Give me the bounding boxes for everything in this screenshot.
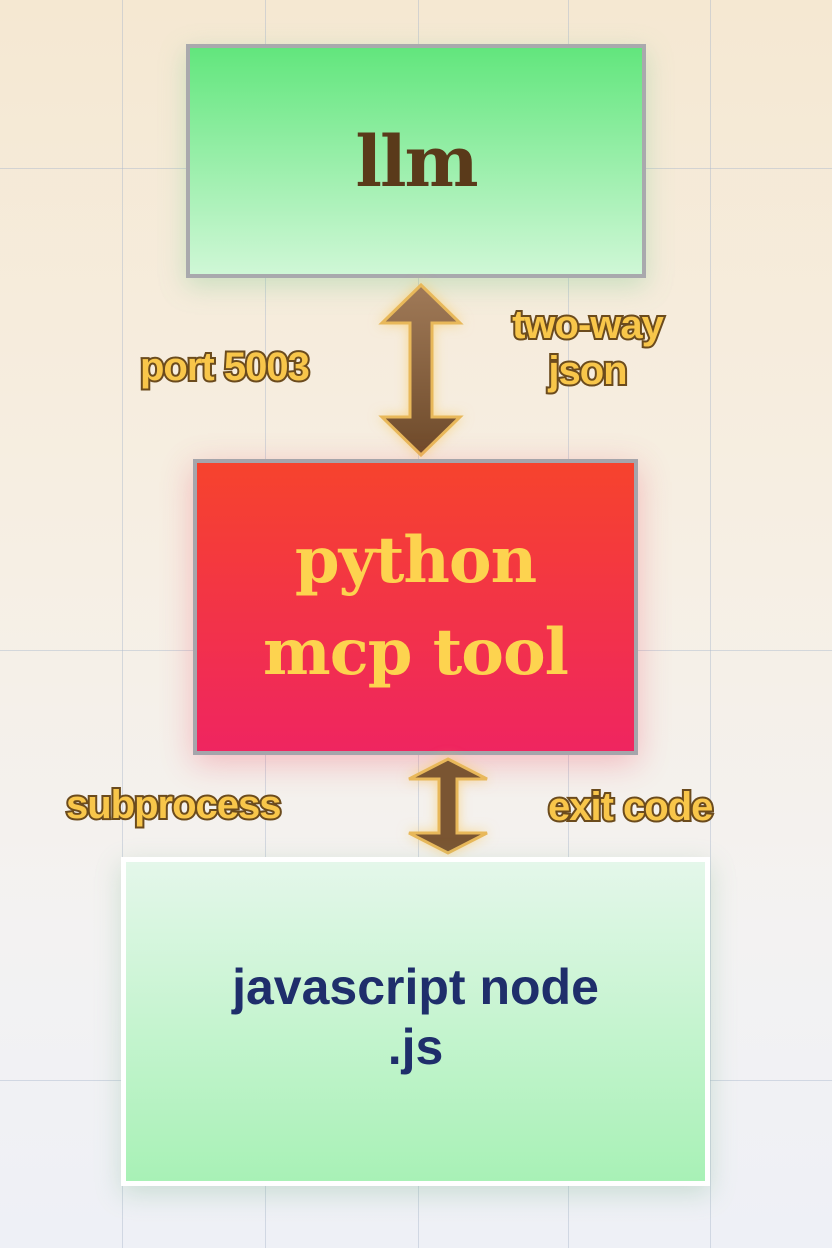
edge-label-port: port 5003	[138, 343, 312, 391]
edge-label-subprocess: subprocess	[64, 781, 284, 829]
llm-node: llm	[186, 44, 646, 278]
llm-label: llm	[355, 119, 478, 203]
edge-label-exit-code: exit code	[546, 783, 715, 831]
bidirectional-arrow-icon	[408, 757, 488, 855]
js-label-line: javascript node	[232, 958, 599, 1015]
js-label-line: .js	[387, 1018, 444, 1075]
grid-line	[122, 0, 123, 1248]
python-label-line: python	[294, 523, 537, 598]
edge-label-line: two-way	[510, 301, 666, 349]
edge-label-two-way-json: two-way json	[485, 301, 690, 395]
python-label-line: mcp tool	[263, 615, 569, 690]
grid-line	[710, 0, 711, 1248]
bidirectional-arrow-icon	[378, 282, 464, 458]
javascript-node-node: javascript node .js	[121, 857, 710, 1186]
edge-label-line: json	[546, 347, 629, 395]
python-mcp-tool-node: python mcp tool	[193, 459, 638, 755]
